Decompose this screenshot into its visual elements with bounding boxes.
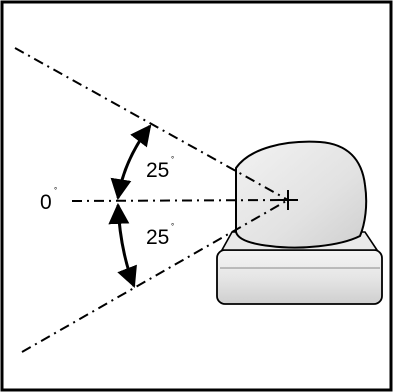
device bbox=[216, 140, 383, 305]
pivot-crosshair bbox=[278, 190, 298, 210]
upper-boundary-line bbox=[14, 47, 289, 201]
lower-angle-arrow bbox=[108, 202, 137, 288]
lower-boundary-line bbox=[21, 199, 289, 353]
center-axis-line bbox=[71, 199, 289, 202]
lower-angle-label: 25 bbox=[146, 226, 169, 249]
zero-angle-label: 0 bbox=[40, 191, 52, 214]
upper-angle-degree: ° bbox=[171, 155, 174, 164]
zero-angle-degree: ° bbox=[54, 186, 57, 195]
upper-angle-label: 25 bbox=[146, 159, 169, 182]
device-base-lower bbox=[216, 249, 383, 305]
reference-lines bbox=[14, 47, 289, 353]
lower-angle-degree: ° bbox=[171, 222, 174, 231]
upper-angle-arrow bbox=[110, 124, 152, 201]
device-body bbox=[235, 140, 368, 249]
